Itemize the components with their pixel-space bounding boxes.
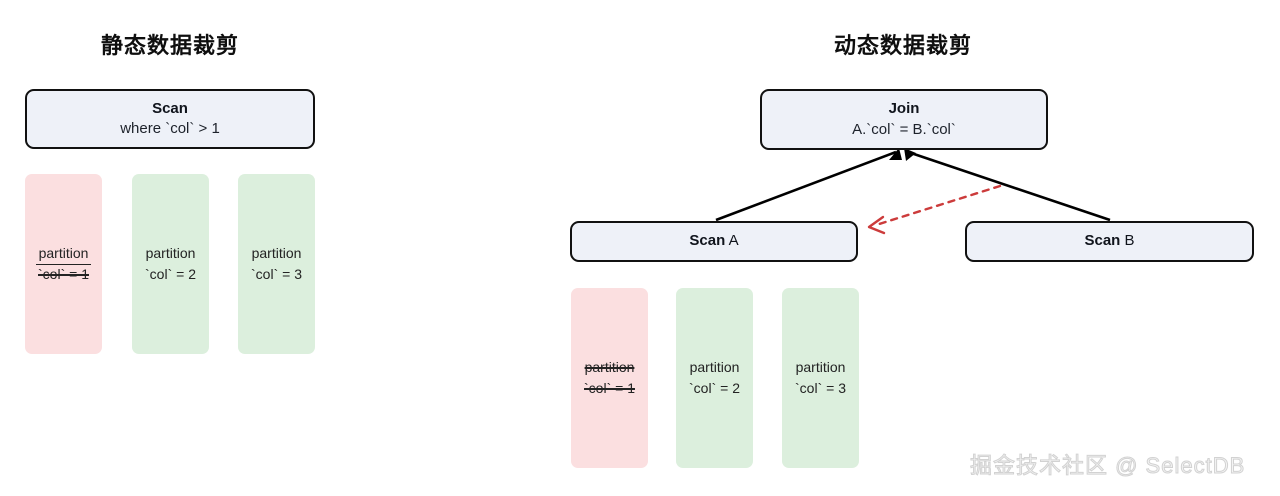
page-title-dynamic: 动态数据裁剪 [833,33,973,58]
join-node-condition: A.`col` = B.`col` [852,120,956,138]
partition-box: partition `col` = 3 [782,288,859,468]
static-pruning-panel: 静态数据裁剪 Scan where `col` > 1 partition `c… [25,33,315,354]
scan-a-node: Scan A [570,221,858,262]
watermark: 掘金技术社区 @ SelectDB [969,453,1246,479]
arrow-scan-b-to-join [904,148,1111,222]
scan-b-title: Scan [1084,232,1121,250]
partition-box: partition `col` = 2 [132,174,209,354]
dynamic-pruning-panel: 动态数据裁剪 Join A.`col` = B.`col` Scan A Sca… [570,0,1280,496]
scan-b-node: Scan B [965,221,1254,262]
partition-value: `col` = 3 [251,266,302,282]
partition-value: `col` = 1 [584,380,635,396]
partition-value: `col` = 2 [145,266,196,282]
partition-label: partition [689,359,740,375]
scan-b-suffix: B [1120,232,1135,250]
scan-node-title: Scan [152,99,188,117]
partition-box: partition `col` = 1 [571,288,648,468]
partition-label: partition [145,245,196,261]
partition-label: partition [251,245,302,261]
scan-a-suffix: A [725,232,739,250]
page-title-static: 静态数据裁剪 [100,33,240,58]
partition-box: partition `col` = 3 [238,174,315,354]
scan-node-predicate: where `col` > 1 [120,120,220,137]
partition-value: `col` = 2 [689,380,740,396]
partition-label: partition [584,359,635,375]
partition-label: partition [795,359,846,375]
scan-node-static: Scan where `col` > 1 [25,89,315,149]
partition-value: `col` = 3 [795,380,846,396]
join-node-title: Join [888,100,920,118]
partition-value: `col` = 1 [38,266,89,282]
scan-b-label: Scan B [1084,231,1134,251]
scan-a-title: Scan [689,232,726,250]
partition-box: partition `col` = 1 [25,174,102,354]
partition-box: partition `col` = 2 [676,288,753,468]
partition-label: partition [35,243,92,265]
arrow-scan-a-to-join [715,148,902,222]
join-node: Join A.`col` = B.`col` [760,89,1048,150]
scan-a-label: Scan A [689,231,738,251]
